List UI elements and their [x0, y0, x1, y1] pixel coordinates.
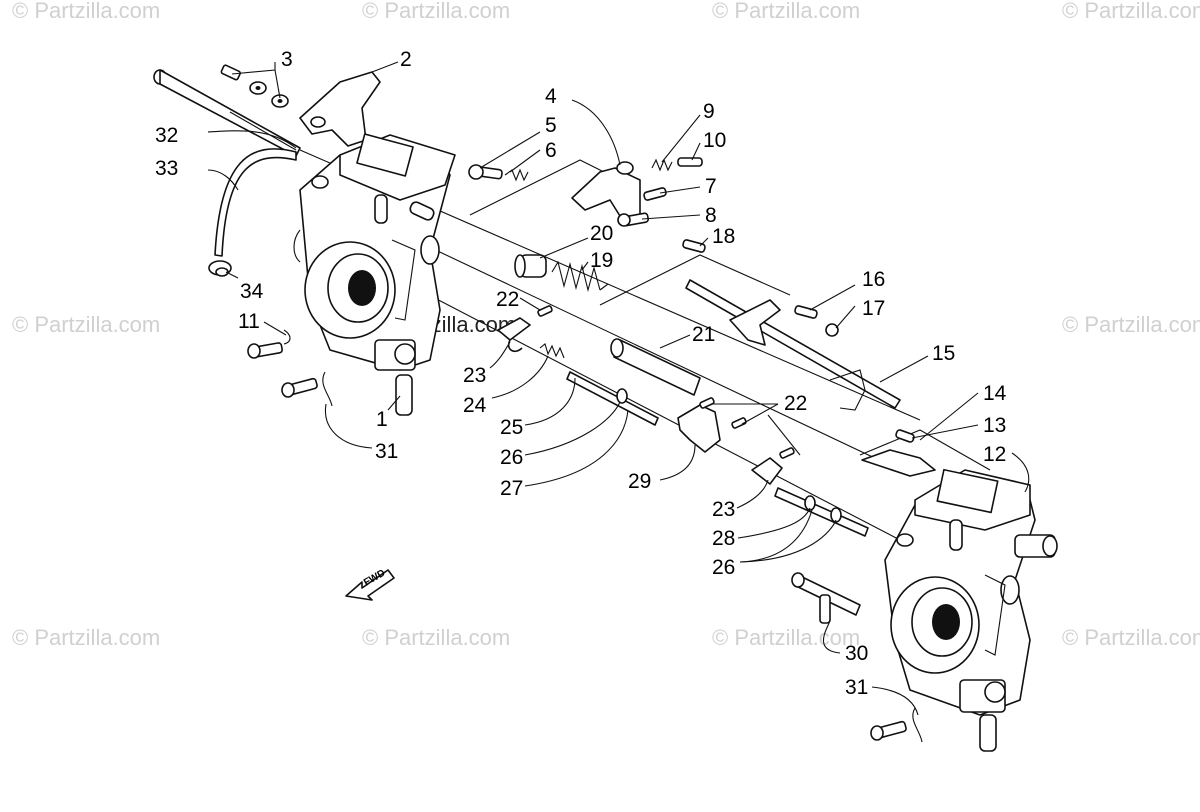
- callout-17: 17: [862, 297, 885, 320]
- callout-6: 6: [545, 139, 557, 162]
- screw-washer-part-3: [220, 64, 289, 108]
- return-spring-part-19: [551, 260, 609, 293]
- callout-18: 18: [712, 225, 735, 248]
- callout-15: 15: [932, 342, 955, 365]
- link-bracket-parts-22-23-29: [677, 397, 795, 485]
- watermark: © Partzilla.com: [362, 0, 510, 23]
- right-screw-clip-part-31: [870, 707, 923, 743]
- callout-26-upper: 26: [500, 446, 523, 469]
- bracket-part-2: [299, 71, 381, 147]
- callout-14: 14: [983, 382, 1007, 405]
- callout-23-lower: 23: [712, 498, 735, 521]
- callout-29: 29: [628, 470, 651, 493]
- callout-7: 7: [705, 175, 717, 198]
- choke-bracket-parts-4-8: [468, 161, 667, 227]
- vent-hose-part-33: [214, 148, 297, 257]
- left-screws-clip-parts-11-31: [247, 329, 333, 407]
- callout-2: 2: [400, 48, 412, 71]
- callout-33: 33: [155, 157, 178, 180]
- callout-28: 28: [712, 527, 735, 550]
- callout-32: 32: [155, 124, 178, 147]
- callout-25: 25: [500, 416, 523, 439]
- callout-12: 12: [983, 443, 1006, 466]
- bracket-screw-parts-13-14: [861, 429, 936, 477]
- callout-13: 13: [983, 414, 1006, 437]
- callout-9: 9: [703, 100, 715, 123]
- callout-23-upper: 23: [463, 364, 486, 387]
- watermark: © Partzilla.com: [1062, 312, 1200, 337]
- callout-22-upper: 22: [496, 288, 519, 311]
- callout-8: 8: [705, 204, 717, 227]
- watermark-layer: © Partzilla.com © Partzilla.com © Partzi…: [12, 0, 1200, 650]
- callout-31-left: 31: [375, 440, 398, 463]
- callout-21: 21: [692, 323, 715, 346]
- callout-16: 16: [862, 268, 885, 291]
- tee-fitting-part-30: [791, 572, 861, 624]
- watermark: © Partzilla.com: [12, 312, 160, 337]
- watermark: © Partzilla.com: [12, 0, 160, 23]
- callout-26-lower: 26: [712, 556, 735, 579]
- forward-direction-arrow: FWD: [345, 568, 395, 601]
- callout-22-lower: 22: [784, 392, 807, 415]
- callout-20: 20: [590, 222, 613, 245]
- watermark: © Partzilla.com: [712, 0, 860, 23]
- callout-34: 34: [240, 280, 264, 303]
- watermark: © Partzilla.com: [362, 625, 510, 650]
- left-carburetor-part-1: [293, 133, 456, 416]
- callout-19: 19: [590, 249, 613, 272]
- link-pins-parts-22-27: [497, 305, 659, 426]
- pin-rod-parts-26-28: [774, 487, 869, 537]
- callout-labels: 3 2 4 5 6 9 10 7 8 32 33 34 11 1 31 20 1…: [155, 48, 1007, 699]
- spring-screw-parts-9-10: [651, 157, 703, 172]
- callout-11: 11: [238, 310, 260, 333]
- sleeve-part-21: [610, 338, 701, 396]
- leader-lines: [207, 61, 1030, 716]
- watermark: © Partzilla.com: [12, 625, 160, 650]
- callout-30: 30: [845, 642, 868, 665]
- collar-part-20: [514, 254, 547, 278]
- watermark: © Partzilla.com: [1062, 625, 1200, 650]
- callout-27: 27: [500, 477, 523, 500]
- hose-clamp-part-34: [208, 260, 232, 277]
- watermark: © Partzilla.com: [712, 625, 860, 650]
- callout-31-right: 31: [845, 676, 868, 699]
- callout-3: 3: [281, 48, 293, 71]
- watermark: © Partzilla.com: [1062, 0, 1200, 23]
- callout-5: 5: [545, 114, 557, 137]
- callout-4: 4: [545, 85, 557, 108]
- callout-24: 24: [463, 394, 487, 417]
- throttle-shaft-parts-15-18: [682, 239, 901, 411]
- right-carburetor-part-12: [884, 468, 1058, 752]
- callout-1: 1: [376, 408, 388, 431]
- callout-10: 10: [703, 129, 726, 152]
